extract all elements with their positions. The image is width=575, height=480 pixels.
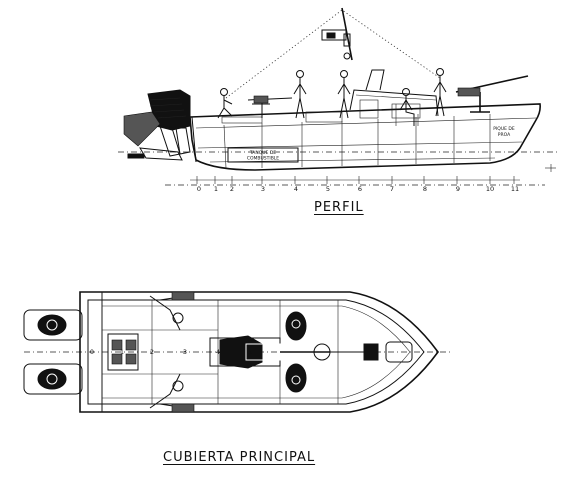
deck-hull-outline xyxy=(79,291,439,413)
deck-frame-number: 0 xyxy=(90,348,94,356)
profile-view: TANQUE DE COMBUSTIBLE PIQUE DE PROA xyxy=(118,7,560,193)
outboard-motors xyxy=(123,89,191,161)
frame-number: 4 xyxy=(294,185,298,193)
windscreen xyxy=(365,69,385,91)
frame-number: 8 xyxy=(423,185,427,193)
deck-gunners xyxy=(149,291,195,413)
deck-seated-crew xyxy=(285,311,307,393)
frame-number: 10 xyxy=(486,185,494,193)
frame-number: 7 xyxy=(390,185,394,193)
sight-lines xyxy=(225,9,441,99)
deck-frame-number: 4 xyxy=(216,348,220,356)
hull-outline xyxy=(189,103,541,171)
frame-number: 11 xyxy=(511,185,519,193)
profile-frame-lines xyxy=(223,114,491,169)
bow-machine-gun xyxy=(455,75,529,113)
bow-label-2: PROA xyxy=(498,132,511,138)
profile-view-title: PERFIL xyxy=(314,200,364,215)
frame-number: 9 xyxy=(456,185,460,193)
frame-number: 6 xyxy=(358,185,362,193)
deck-frame-scale: 0 1 2 3 4 5 xyxy=(90,348,252,356)
frame-scale: 0 1 2 3 4 5 6 7 8 9 10 11 xyxy=(190,176,520,193)
bow-label-1: PIQUE DE xyxy=(493,126,515,132)
radar-antenna xyxy=(321,29,351,60)
deck-bow-gun xyxy=(330,341,413,363)
deck-frame-number: 2 xyxy=(150,348,154,356)
deck-frame-number: 3 xyxy=(183,348,187,356)
frame-number: 5 xyxy=(326,185,330,193)
frame-number: 3 xyxy=(261,185,265,193)
aft-machine-gun xyxy=(247,95,293,118)
fuel-tank-label-1: TANQUE DE xyxy=(249,150,276,156)
frame-number: 1 xyxy=(214,185,218,193)
deck-view-title: CUBIERTA PRINCIPAL xyxy=(163,450,316,465)
deck-frame-number: 5 xyxy=(248,348,252,356)
frame-number: 0 xyxy=(197,185,201,193)
fuel-tank-label-2: COMBUSTIBLE xyxy=(247,156,279,162)
deck-plan-view: 0 1 2 3 4 5 xyxy=(23,291,452,413)
crew-figures xyxy=(217,68,447,126)
deck-console xyxy=(209,335,331,369)
deck-frame-number: 1 xyxy=(120,348,124,356)
fuel-tank xyxy=(227,147,299,163)
frame-number: 2 xyxy=(230,185,234,193)
deck-outboard-motors xyxy=(23,309,83,395)
